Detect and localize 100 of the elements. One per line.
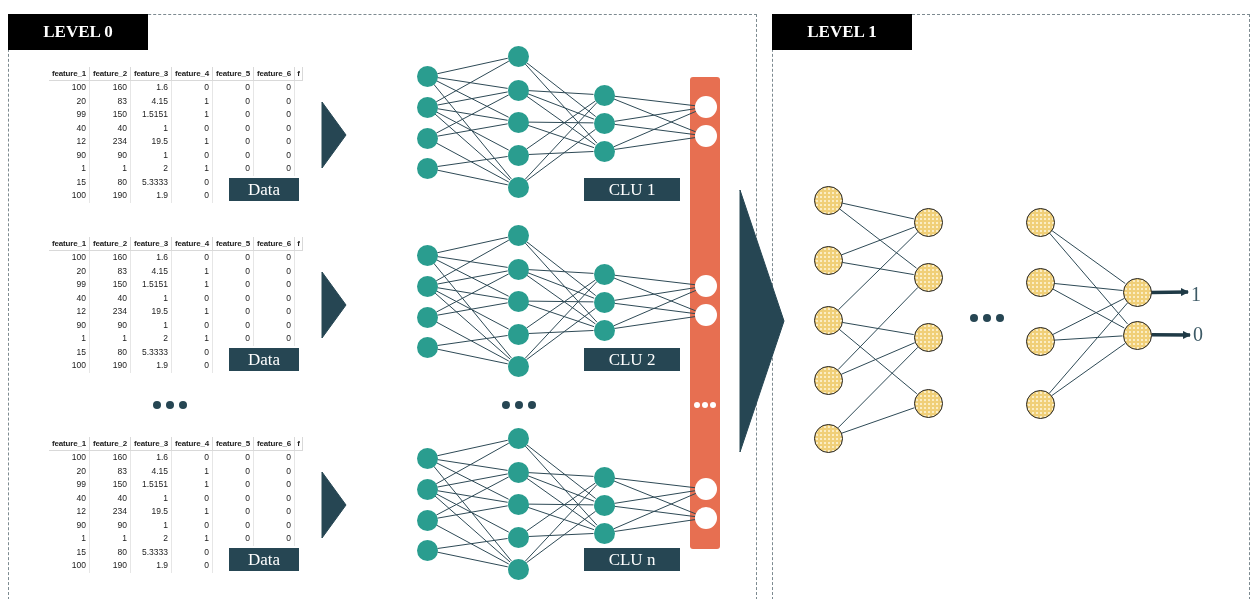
column-header: feature_5 [213, 237, 254, 251]
table-cell: 0 [254, 532, 295, 546]
table-cell: 80 [90, 545, 131, 559]
connection-line [436, 473, 509, 488]
table-cell: 0 [254, 491, 295, 505]
table-cell: 0 [213, 305, 254, 319]
table-cell: 1 [131, 148, 172, 162]
connection-line [528, 90, 594, 95]
data-label: Data [229, 348, 299, 371]
connection-line [435, 462, 510, 500]
table-cell: 0 [172, 491, 213, 505]
connection-line [435, 524, 510, 565]
column-header: feature_4 [172, 67, 213, 81]
connection-line [527, 506, 595, 531]
output-neuron [695, 96, 717, 118]
connection-line [524, 63, 598, 144]
column-header: feature_5 [213, 437, 254, 451]
table-cell: 0 [172, 318, 213, 332]
connection-line [436, 348, 509, 365]
table-cell: 90 [90, 318, 131, 332]
connection-line [528, 503, 594, 506]
table-cell: 1 [49, 162, 90, 176]
connection-line [436, 439, 509, 457]
column-header: feature_2 [90, 67, 131, 81]
connection-line [436, 287, 509, 300]
connection-line [525, 443, 597, 500]
table-cell: 1 [172, 162, 213, 176]
connection-line [436, 551, 509, 568]
table-cell: 20 [49, 464, 90, 478]
table-cell: 1 [90, 532, 131, 546]
table-cell: 1 [90, 162, 131, 176]
connection-line [433, 465, 512, 562]
table-cell: 1.6 [131, 451, 172, 465]
connection-line [1051, 230, 1126, 284]
table-cell: 100 [49, 451, 90, 465]
connection-line [436, 270, 509, 285]
connection-line [436, 156, 509, 167]
connection-line [841, 407, 915, 434]
table-cell: 90 [90, 518, 131, 532]
connection-line [528, 300, 594, 303]
table-cell: 0 [172, 559, 213, 573]
table-cell: 160 [90, 81, 131, 95]
table-cell: 0 [213, 251, 254, 265]
chevron-arrow [321, 471, 347, 539]
connection-line [524, 484, 598, 562]
table-cell: 0 [213, 291, 254, 305]
clu-label: CLU 2 [584, 348, 680, 371]
column-header: feature_2 [90, 237, 131, 251]
table-cell: 1 [172, 505, 213, 519]
table-cell: 1.5151 [131, 478, 172, 492]
table-cell: 19.5 [131, 305, 172, 319]
table-cell: 1.9 [131, 559, 172, 573]
table-cell: 0 [254, 81, 295, 95]
clu-label: CLU 1 [584, 178, 680, 201]
table-cell: 160 [90, 251, 131, 265]
connection-line [613, 277, 697, 312]
column-header: feature_5 [213, 67, 254, 81]
table-cell: 150 [90, 478, 131, 492]
connection-line [613, 110, 697, 148]
connection-line [435, 94, 510, 134]
connection-line [435, 60, 510, 103]
connection-line [434, 113, 511, 181]
connection-line [436, 256, 509, 268]
connection-line [613, 137, 696, 150]
connection-line [527, 93, 595, 120]
connection-line [436, 505, 509, 519]
column-header: feature_4 [172, 237, 213, 251]
table-cell: 1 [172, 332, 213, 346]
table-cell: 20 [49, 94, 90, 108]
table-cell: 1 [172, 264, 213, 278]
table-cell: 0 [254, 464, 295, 478]
table-cell: 0 [254, 94, 295, 108]
connection-line [613, 289, 697, 327]
connection-line [613, 287, 696, 301]
table-cell: 99 [49, 108, 90, 122]
connection-line [838, 328, 918, 395]
table-cell: 0 [172, 359, 213, 373]
chevron-arrow [739, 189, 785, 453]
table-cell: 80 [90, 175, 131, 189]
table-cell: 40 [90, 121, 131, 135]
table-cell: 0 [213, 81, 254, 95]
connection-line [436, 169, 509, 186]
table-cell: 5.3333 [131, 345, 172, 359]
connection-line [436, 57, 509, 75]
connection-line [433, 83, 512, 180]
table-cell: 1 [172, 94, 213, 108]
connection-line [524, 445, 598, 526]
table-cell: 40 [49, 491, 90, 505]
output-neuron [695, 125, 717, 147]
connection-line [435, 290, 510, 330]
table-cell: 1 [172, 108, 213, 122]
connection-line [1051, 342, 1126, 397]
connection-line [528, 269, 594, 274]
connection-line [613, 480, 697, 515]
table-cell: 90 [49, 318, 90, 332]
table-cell: 0 [213, 532, 254, 546]
connection-line [841, 261, 915, 276]
table-cell: 1 [49, 332, 90, 346]
connection-line [613, 492, 697, 530]
column-header: feature_3 [131, 437, 172, 451]
